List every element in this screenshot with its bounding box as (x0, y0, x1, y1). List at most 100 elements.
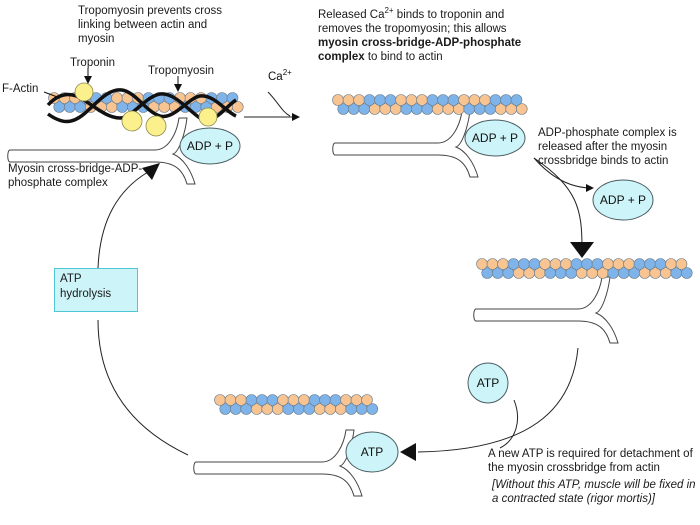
arrow-atp-entry (499, 399, 518, 449)
actin-monomer (340, 394, 352, 406)
actin-monomer (479, 94, 491, 106)
actin-monomer (560, 258, 572, 270)
actin-monomer (319, 394, 331, 406)
actin-monomer (224, 394, 237, 406)
released-part-1: Released Ca (318, 8, 385, 21)
adp-label-1: ADP + P (187, 139, 233, 153)
calcium-release-text: Released Ca2+ binds to troponin and remo… (318, 4, 548, 64)
atp-hydrolysis-box: ATP hydrolysis (54, 268, 138, 312)
actin-monomer (665, 258, 677, 270)
myosin-stage-2 (332, 110, 479, 178)
actin-monomer (497, 258, 509, 270)
released-part-2: binds to troponin and removes the tropom… (318, 8, 507, 35)
myosin-shape (332, 110, 479, 178)
new-atp-text: A new ATP is required for detachment of … (488, 448, 693, 474)
myosin-stage-1 (7, 117, 196, 185)
actin-monomer (468, 94, 481, 106)
actin-monomer (361, 394, 373, 406)
actin-monomer (437, 94, 449, 106)
actin-monomer (633, 258, 646, 270)
troponin-3 (145, 115, 167, 137)
actin-monomer (570, 258, 583, 270)
actin-monomer (329, 394, 342, 406)
actin-monomer (528, 258, 541, 270)
adp-bubble-2 (464, 119, 526, 157)
arrowhead-up-left (142, 163, 160, 180)
actin-monomer (623, 258, 635, 270)
myosin-shape (193, 429, 363, 497)
actin-monomer (507, 258, 520, 270)
actin-monomer (395, 94, 407, 106)
actin-monomer (277, 394, 289, 406)
actin-monomer (231, 101, 244, 113)
actin-monomer (602, 258, 614, 270)
troponin-label: Troponin (70, 57, 115, 69)
troponin-1 (74, 82, 94, 102)
arrowhead-down (570, 242, 594, 258)
adp-bubble-3 (592, 179, 654, 221)
actin-monomer (416, 94, 428, 106)
atp-label-free: ATP (477, 376, 499, 390)
actin-monomer (500, 94, 512, 106)
actin-monomer (363, 94, 376, 106)
factin-pointer (43, 91, 61, 99)
myosin-stage-4 (193, 429, 363, 497)
actin-monomer (549, 258, 562, 270)
atp-label-bound: ATP (361, 445, 383, 459)
actin-monomer (680, 267, 693, 279)
actin-monomer (515, 103, 528, 115)
actin-monomer (214, 394, 226, 406)
tropomyosin-label: Tropomyosin (148, 65, 215, 77)
cycle-arrows (97, 91, 594, 456)
tropomyosin-strand-2 (46, 88, 237, 124)
label-pointers (43, 68, 182, 99)
actin-monomer (366, 403, 379, 415)
actin-monomer (308, 394, 321, 406)
myosin-shape (7, 117, 196, 185)
actin-stage-3 (476, 258, 693, 279)
adp-label-2: ADP + P (472, 131, 518, 145)
actin-monomer (298, 394, 310, 406)
actin-monomer (612, 258, 625, 270)
actin-monomer (342, 94, 355, 106)
actin-monomer (476, 258, 488, 270)
tropomyosin-prevents-text: Tropomyosin prevents cross linking betwe… (78, 5, 223, 45)
adp-label-3: ADP + P (600, 193, 646, 207)
arrow-calcium-curve (267, 91, 291, 117)
actin-monomer (384, 94, 397, 106)
bubble-group (179, 119, 654, 473)
arrowhead-left-bottom (400, 443, 416, 461)
myosin-complex-label: Myosin cross-bridge-ADP-phosphate comple… (8, 163, 143, 189)
arrow-right-side (533, 157, 583, 249)
cycle-arrowheads (142, 163, 594, 461)
actin-monomer (518, 258, 530, 270)
actin-monomer (510, 94, 523, 106)
actin-monomer (458, 94, 470, 106)
actin-group (48, 92, 693, 415)
actin-monomer (111, 92, 123, 104)
actin-monomer (489, 94, 502, 106)
without-atp-text: [Without this ATP, muscle will be fixed … (492, 479, 696, 505)
actin-monomer (266, 394, 279, 406)
adp-release-text: ADP-phosphate complex is released after … (538, 127, 677, 167)
troponin-4 (198, 107, 218, 127)
arrow-left-side (97, 319, 189, 456)
actin-monomer (486, 258, 499, 270)
troponin-group (74, 82, 218, 137)
actin-monomer (332, 94, 344, 106)
released-superscript: 2+ (384, 6, 394, 15)
bubble-labels: ADP + P ADP + P ADP + P ATP ATP (187, 131, 646, 459)
myosin-shape (473, 276, 619, 344)
actin-monomer (654, 258, 667, 270)
f-actin-label: F-Actin (2, 83, 39, 95)
troponin-2 (121, 110, 143, 132)
released-bold: myosin cross-bridge-ADP-phosphate comple… (318, 36, 522, 63)
actin-monomer (287, 394, 300, 406)
actin-monomer (353, 94, 365, 106)
myosin-stage-3 (473, 276, 619, 344)
arrow-lower-right (417, 347, 579, 453)
actin-monomer (256, 394, 268, 406)
actin-monomer (245, 394, 258, 406)
actin-stage-2 (332, 94, 528, 115)
